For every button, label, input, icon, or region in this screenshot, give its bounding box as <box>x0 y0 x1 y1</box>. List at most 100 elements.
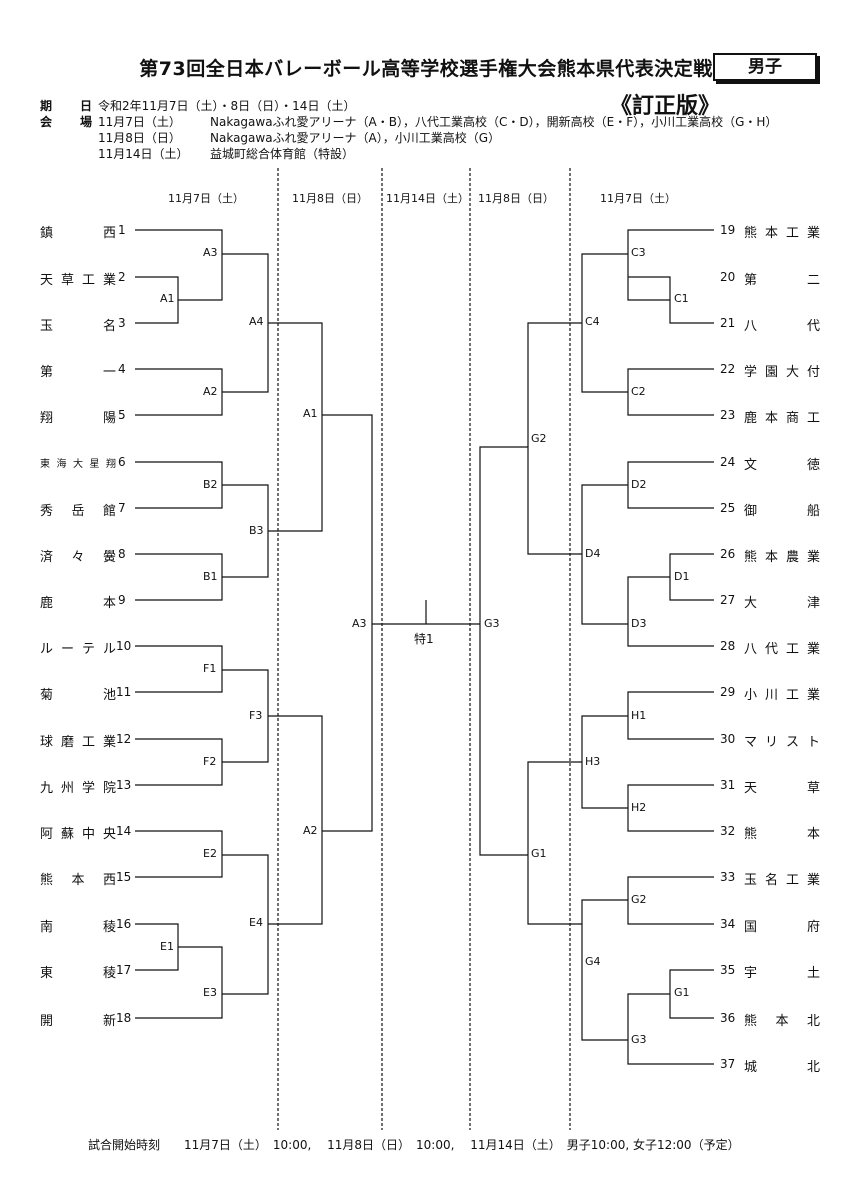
match-label: A2 <box>303 824 318 837</box>
team-name: 鎮 西 <box>40 226 116 241</box>
team-seed: 1 <box>118 223 126 237</box>
dashed-dividers <box>277 168 571 1130</box>
match-label: B1 <box>203 570 218 583</box>
team-name: 済々黌 <box>40 550 116 565</box>
team-seed: 30 <box>720 732 736 746</box>
match-label: D3 <box>631 617 647 630</box>
team-name: 八 代 <box>744 319 820 334</box>
team-seed: 10 <box>116 639 132 653</box>
match-label: G1 <box>531 847 547 860</box>
team-name: 文 徳 <box>744 458 820 473</box>
column-day-4: 11月8日（日） <box>478 192 554 205</box>
team-seed: 4 <box>118 362 126 376</box>
team-seed: 26 <box>720 547 736 561</box>
team-seed: 31 <box>720 778 736 792</box>
column-day-3: 11月14日（土） <box>386 192 469 205</box>
match-label: A3 <box>203 246 218 259</box>
team-name: マリスト <box>744 735 820 750</box>
team-name: 熊本農業 <box>744 550 820 565</box>
match-label: C1 <box>674 292 689 305</box>
team-seed: 32 <box>720 824 736 838</box>
venue-row: 11月14日（土）益城町総合体育館（特設） <box>40 146 777 162</box>
venue-day: 11月8日（日） <box>98 131 181 145</box>
team-seed: 13 <box>116 778 132 792</box>
start-times-footer: 試合開始時刻 11月7日（土） 10:00, 11月8日（日） 10:00, 1… <box>88 1138 740 1152</box>
match-label: B2 <box>203 478 218 491</box>
match-label: E4 <box>249 916 263 929</box>
team-seed: 19 <box>720 223 736 237</box>
match-label: C3 <box>631 246 646 259</box>
team-seed: 7 <box>118 501 126 515</box>
team-seed: 29 <box>720 685 736 699</box>
team-name: 熊本北 <box>744 1014 820 1029</box>
match-label: A3 <box>352 617 367 630</box>
team-seed: 34 <box>720 917 736 931</box>
team-seed: 35 <box>720 963 736 977</box>
match-label: E3 <box>203 986 217 999</box>
match-label: E1 <box>160 940 174 953</box>
team-seed: 22 <box>720 362 736 376</box>
team-seed: 36 <box>720 1011 736 1025</box>
team-name: 翔 陽 <box>40 411 116 426</box>
team-name: 国 府 <box>744 920 820 935</box>
team-name: 第 一 <box>40 365 116 380</box>
team-name: 第 二 <box>744 273 820 288</box>
team-seed: 21 <box>720 316 736 330</box>
team-seed: 28 <box>720 639 736 653</box>
team-name: 大 津 <box>744 596 820 611</box>
team-name: 鹿本商工 <box>744 411 820 426</box>
venue-places: 益城町総合体育館（特設） <box>210 147 355 161</box>
dates-label: 期 日 <box>40 99 101 113</box>
match-label: G3 <box>484 617 500 630</box>
team-name: 天草工業 <box>40 273 116 288</box>
team-seed: 20 <box>720 270 736 284</box>
team-name: 秀岳館 <box>40 504 116 519</box>
team-seed: 17 <box>116 963 132 977</box>
team-seed: 15 <box>116 870 132 884</box>
venue-places: Nakagawaふれ愛アリーナ（A・B），八代工業高校（C・D），開新高校（E・… <box>210 115 778 129</box>
team-name: 玉名工業 <box>744 873 820 888</box>
left-bracket <box>135 229 714 1065</box>
match-label: B3 <box>249 524 264 537</box>
gender-badge: 男子 <box>713 53 817 81</box>
team-seed: 12 <box>116 732 132 746</box>
team-seed: 14 <box>116 824 132 838</box>
match-label: H1 <box>631 709 647 722</box>
match-label: A2 <box>203 385 218 398</box>
column-day-2: 11月8日（日） <box>292 192 368 205</box>
team-seed: 27 <box>720 593 736 607</box>
team-name: 御 船 <box>744 504 820 519</box>
match-label: D1 <box>674 570 690 583</box>
team-name: 学園大付 <box>744 365 820 380</box>
venue-places: Nakagawaふれ愛アリーナ（A），小川工業高校（G） <box>210 131 501 145</box>
team-name: 東 稜 <box>40 966 116 981</box>
team-name: 東海大星翔 <box>40 459 116 470</box>
team-name: ルーテル <box>40 642 116 657</box>
page-title: 第73回全日本バレーボール高等学校選手権大会熊本県代表決定戦 <box>139 58 713 80</box>
team-name: 小川工業 <box>744 688 820 703</box>
final-match-label: 特1 <box>414 632 434 646</box>
team-name: 城 北 <box>744 1060 820 1075</box>
team-seed: 24 <box>720 455 736 469</box>
match-label: H2 <box>631 801 647 814</box>
match-label: F3 <box>249 709 263 722</box>
venue-row: 会 場11月7日（土）Nakagawaふれ愛アリーナ（A・B），八代工業高校（C… <box>40 114 777 130</box>
team-name: 熊本工業 <box>744 226 820 241</box>
match-label: F2 <box>203 755 217 768</box>
match-label: G4 <box>585 955 601 968</box>
team-name: 九州学院 <box>40 781 116 796</box>
event-info: 期 日令和2年11月7日（土）・8日（日）・14日（土） 会 場11月7日（土）… <box>40 98 777 162</box>
match-label: A1 <box>303 407 318 420</box>
team-seed: 16 <box>116 917 132 931</box>
match-label: H3 <box>585 755 601 768</box>
team-seed: 37 <box>720 1057 736 1071</box>
team-seed: 18 <box>116 1011 132 1025</box>
match-label: D2 <box>631 478 647 491</box>
team-seed: 5 <box>118 408 126 422</box>
venue-day: 11月7日（土） <box>98 115 181 129</box>
match-label: A1 <box>160 292 175 305</box>
match-label: G3 <box>631 1033 647 1046</box>
team-seed: 6 <box>118 455 126 469</box>
column-day-5: 11月7日（土） <box>600 192 676 205</box>
team-seed: 11 <box>116 685 132 699</box>
